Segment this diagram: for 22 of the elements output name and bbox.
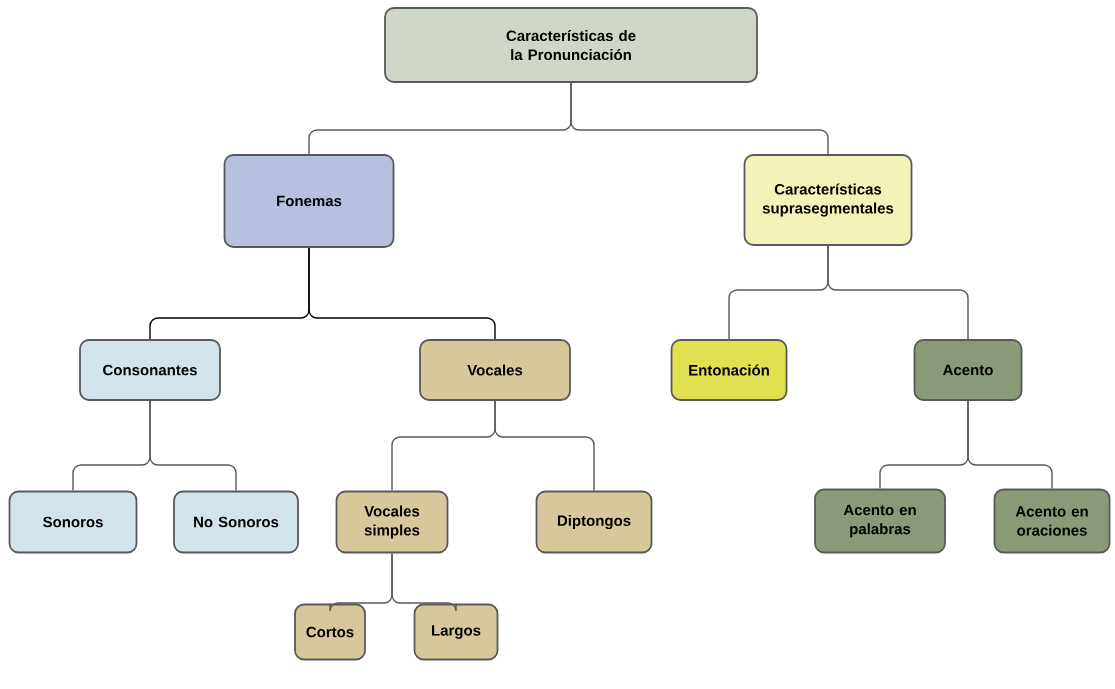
concept-box: Sonoros <box>8 490 138 554</box>
connector-line <box>149 400 237 492</box>
concept-box: Diptongos <box>535 490 653 554</box>
concept-box: Consonantes <box>79 339 221 401</box>
connector-line <box>391 552 457 612</box>
connector-line <box>308 247 496 340</box>
connector-line <box>494 400 595 492</box>
concept-box: Características suprasegmentales <box>743 154 913 246</box>
connector-line <box>967 400 1053 490</box>
concept-box: No Sonoros <box>173 490 299 554</box>
concept-box: Acento en palabras <box>814 488 946 554</box>
concept-box: Acento en oraciones <box>993 488 1111 554</box>
concept-box: Entonación <box>670 339 788 401</box>
concept-box: Vocales simples <box>335 490 449 554</box>
concept-box: Cortos <box>294 603 366 661</box>
concept-box: Vocales <box>419 339 571 401</box>
connector-line <box>570 82 829 155</box>
concept-box: Acento <box>913 339 1023 401</box>
connector-line <box>827 245 969 340</box>
concept-box: Características de la Pronunciación <box>384 7 758 83</box>
concept-box: Largos <box>413 603 499 661</box>
concept-box: Fonemas <box>223 154 395 248</box>
